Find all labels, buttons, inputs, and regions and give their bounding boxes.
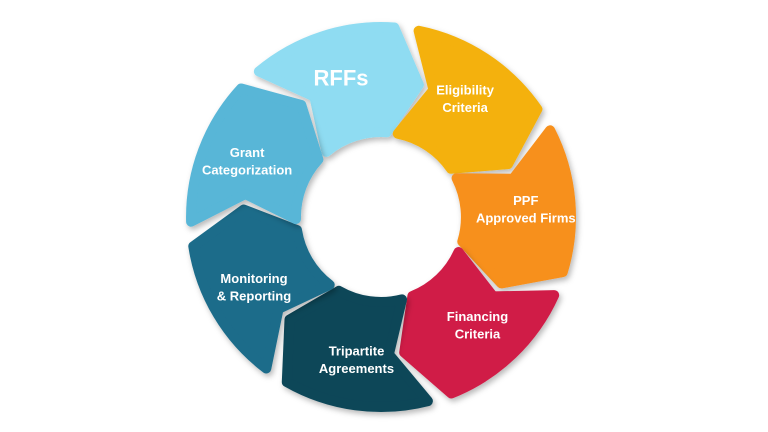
- cycle-segment-label-line: Categorization: [202, 163, 292, 178]
- cycle-segment-label: RFFs: [314, 65, 369, 90]
- cycle-segment-label-line: Tripartite: [329, 344, 385, 359]
- cycle-segment-label-line: Approved Firms: [476, 210, 576, 225]
- cycle-segment-shape: [281, 285, 433, 412]
- cycle-segment-label: Monitoring & Reporting: [217, 271, 291, 304]
- cycle-segment-shape: [451, 125, 576, 289]
- cycle-segment-label: PPF Approved Firms: [476, 193, 576, 226]
- cycle-segment: Monitoring & Reporting: [188, 204, 335, 374]
- cycle-segment: RFFs: [253, 22, 424, 157]
- cycle-segment-shape: [392, 25, 543, 174]
- cycle-segment-label-line: Criteria: [455, 327, 501, 342]
- cycle-segment-label-line: Eligibility: [436, 83, 495, 98]
- cycle-segment-label-line: Grant: [230, 145, 265, 160]
- cycle-segment-label-line: & Reporting: [217, 288, 291, 303]
- cycle-segment-label-line: RFFs: [314, 65, 369, 90]
- cycle-segment-label-line: Financing: [447, 309, 508, 324]
- cycle-segment-shape: [399, 247, 560, 399]
- cycle-segment-shape: [188, 204, 335, 374]
- cycle-segment: PPF Approved Firms: [451, 125, 576, 289]
- cycle-segment-label-line: Criteria: [442, 100, 488, 115]
- cycle-segment-label-line: PPF: [513, 193, 538, 208]
- cycle-segment-label-line: Monitoring: [220, 271, 287, 286]
- cycle-segment-label-line: Agreements: [319, 361, 394, 376]
- cycle-segment-shape: [253, 22, 424, 157]
- cycle-segment-shape: [186, 83, 324, 227]
